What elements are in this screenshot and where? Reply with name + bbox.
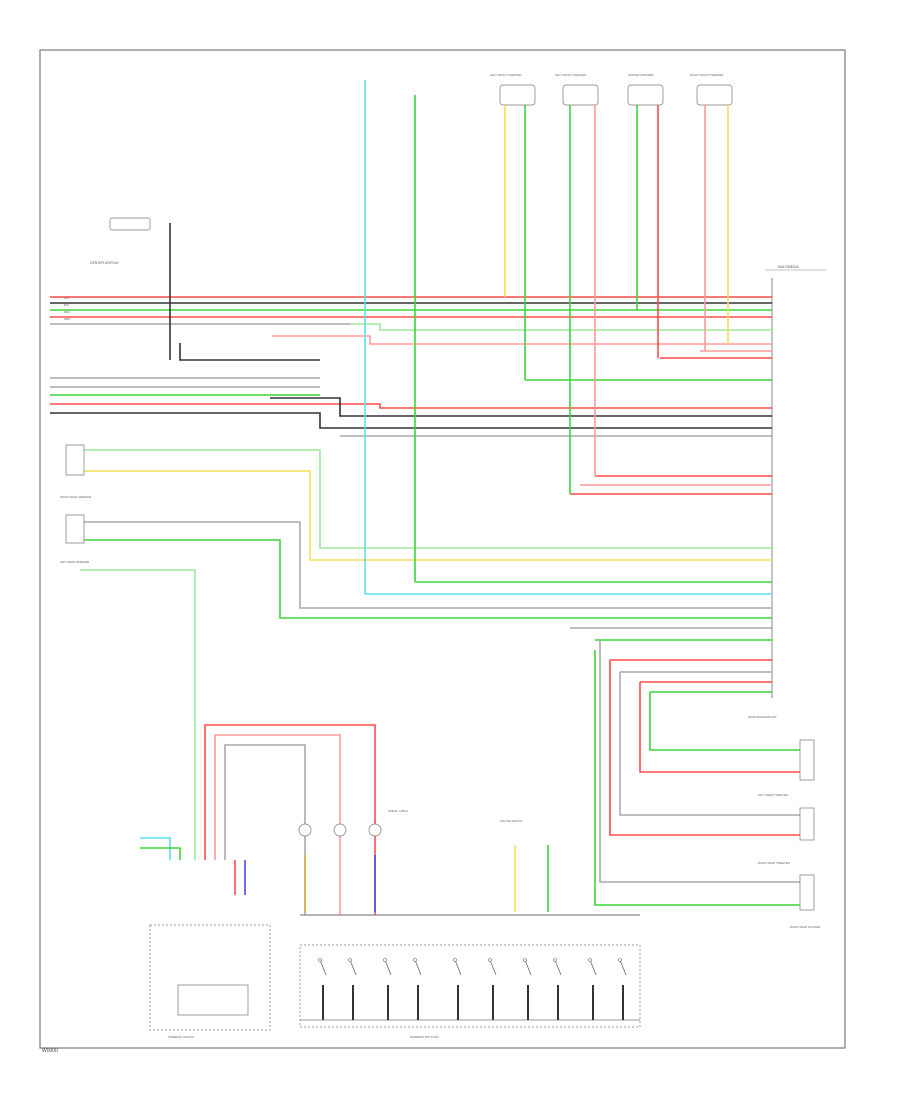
left-rear-tweeter-icon <box>799 807 815 841</box>
wire-code-grn: GRN <box>64 317 70 321</box>
button-switch-icon <box>453 958 462 1020</box>
left-connector: CENTER DISPLAY GRY BLK RED GRN RIGHT REA… <box>60 217 151 564</box>
button-switch-icon <box>618 958 627 1020</box>
rear-amp-icon <box>799 739 815 781</box>
multimedia-module: MULTIMEDIA <box>765 265 826 698</box>
right-rear-speaker-label: RIGHT REAR SPEAKER <box>60 495 91 499</box>
right-rear-tweeter-label: RIGHT REAR TWEETER <box>758 861 790 865</box>
usb-jack-icon <box>65 514 85 544</box>
left-front-tweeter-label: LEFT FRONT TWEETER <box>490 73 522 77</box>
spiral-cable-connector-3-icon <box>368 823 382 837</box>
antenna-connector-icon <box>109 217 151 231</box>
right-rear-woofer-icon <box>799 874 815 911</box>
audio-controls-box <box>299 944 641 1028</box>
top-speakers: LEFT FRONT TWEETER LEFT FRONT SPEAKER CE… <box>490 73 733 106</box>
steering-components: SPIRAL CABLE CRUISE SWITCH STEERING SWIT… <box>149 809 641 1039</box>
aux-jack-icon <box>65 444 85 476</box>
audio-controls-label: STEERING BUTTONS <box>410 1035 439 1039</box>
right-rear-woofer-label: RIGHT REAR WOOFER <box>790 925 821 929</box>
button-switch-icon <box>383 958 392 1020</box>
left-front-tweeter-icon <box>499 84 536 106</box>
rear-speaker-amp-label: REAR SPEAKER AMP <box>748 715 777 719</box>
center-speaker-icon <box>627 84 664 106</box>
left-front-speaker-label: LEFT FRONT SPEAKER <box>555 73 586 77</box>
rear-amp-components: REAR SPEAKER AMP LEFT REAR TWEETER RIGHT… <box>748 715 821 929</box>
bus-wires <box>50 223 772 860</box>
diagram-frame <box>39 49 846 1049</box>
rear-amp-section <box>594 640 800 906</box>
button-switch-icon <box>488 958 497 1020</box>
left-rear-tweeter-label: LEFT REAR TWEETER <box>758 793 788 797</box>
button-switch-icon <box>318 958 327 1020</box>
right-front-tweeter-label: RIGHT FRONT TWEETER <box>690 73 723 77</box>
center-speaker-label: CENTER SPEAKER <box>628 73 654 77</box>
multimedia-label: MULTIMEDIA <box>778 265 799 269</box>
center-display-label: CENTER DISPLAY <box>90 261 120 265</box>
steering-pad-switch-icon <box>177 984 249 1016</box>
spiral-cable-connector-1-icon <box>298 823 312 837</box>
button-switch-icon <box>523 958 532 1020</box>
steering-switch-label: STEERING SWITCH <box>168 1035 194 1039</box>
button-switch-icon <box>588 958 597 1020</box>
cruise-switch-label: CRUISE SWITCH <box>500 819 522 823</box>
button-switch-icon <box>348 958 357 1020</box>
button-switch-icon <box>413 958 422 1020</box>
steering-switch-box <box>149 924 271 1031</box>
right-front-tweeter-icon <box>696 84 733 106</box>
steering-wiring <box>140 724 549 915</box>
wire-code-blk: BLK <box>64 303 69 307</box>
spiral-cable-connector-2-icon <box>333 823 347 837</box>
speaker-drops <box>364 80 729 594</box>
left-rear-speaker-label: LEFT REAR SPEAKER <box>60 560 89 564</box>
wire-code-red: RED <box>64 310 70 314</box>
left-front-speaker-icon <box>562 84 599 106</box>
page-code: W0000 <box>42 1048 58 1054</box>
spiral-cable-label: SPIRAL CABLE <box>388 809 408 813</box>
steering-buttons <box>318 958 627 1020</box>
button-switch-icon <box>553 958 562 1020</box>
wire-code-gry: GRY <box>64 296 70 300</box>
